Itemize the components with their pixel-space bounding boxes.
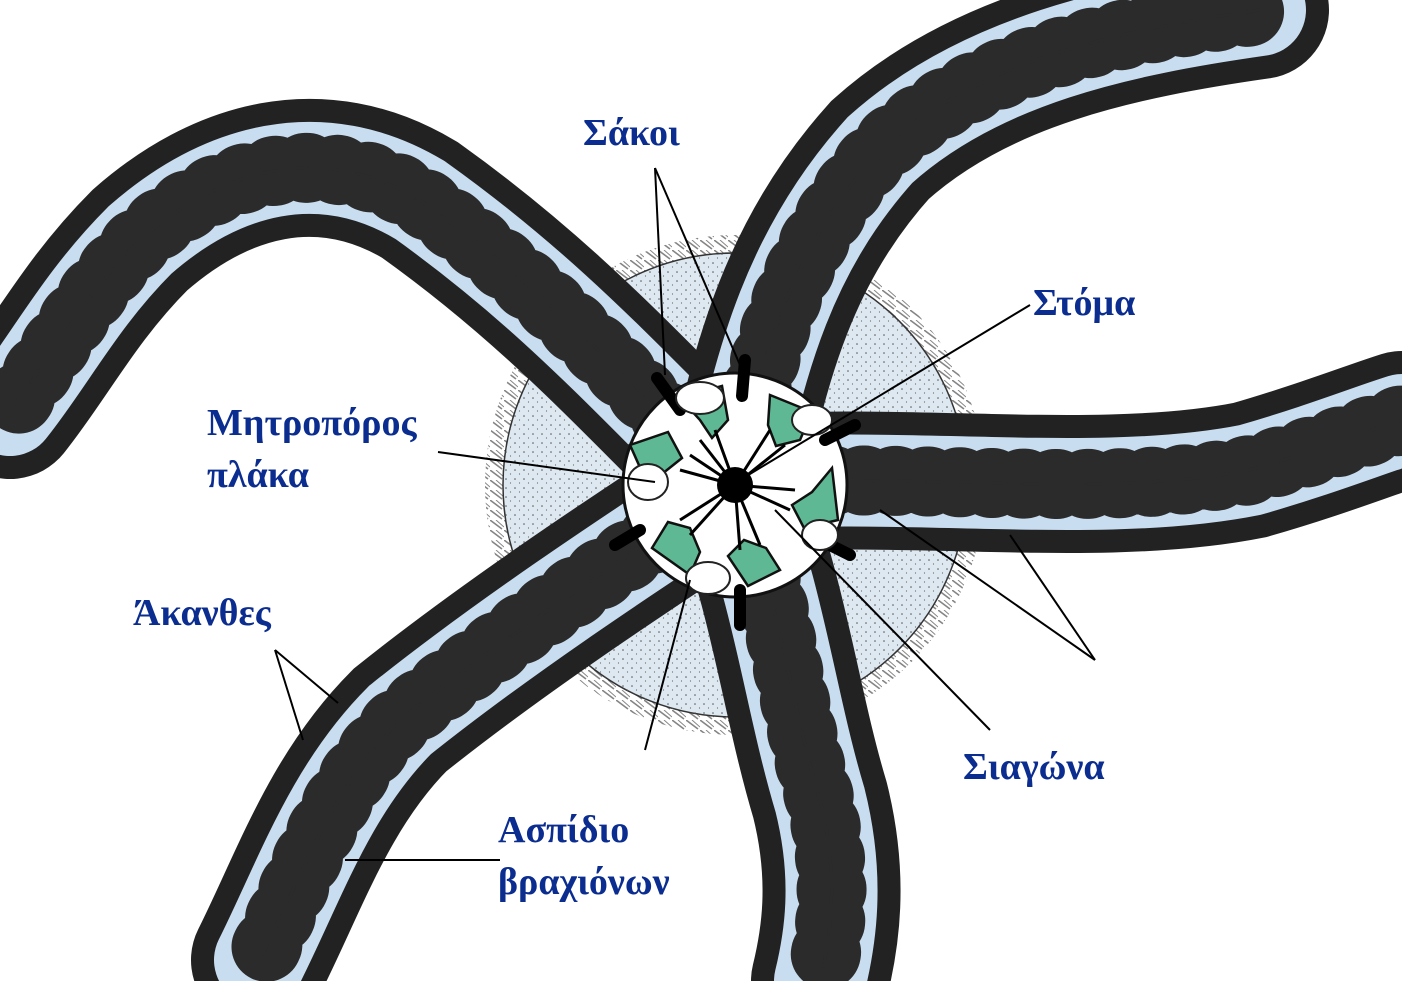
leader-akanthes-a (275, 650, 303, 740)
label-aspidio-line1: Ασπίδιο (498, 805, 629, 855)
label-siagona: Σιαγώνα (963, 742, 1105, 792)
leader-akanthes-b (275, 650, 338, 703)
label-stoma: Στόμα (1033, 278, 1135, 328)
label-akanthes: Άκανθες (133, 588, 271, 638)
label-aspidio-line2: βραχιόνων (498, 857, 670, 907)
label-mitroporos-line2: πλάκα (207, 450, 309, 500)
label-sakoi: Σάκοι (583, 108, 680, 158)
label-mitroporos-line1: Μητροπόρος (207, 398, 416, 448)
leader-right-b (1010, 535, 1095, 660)
